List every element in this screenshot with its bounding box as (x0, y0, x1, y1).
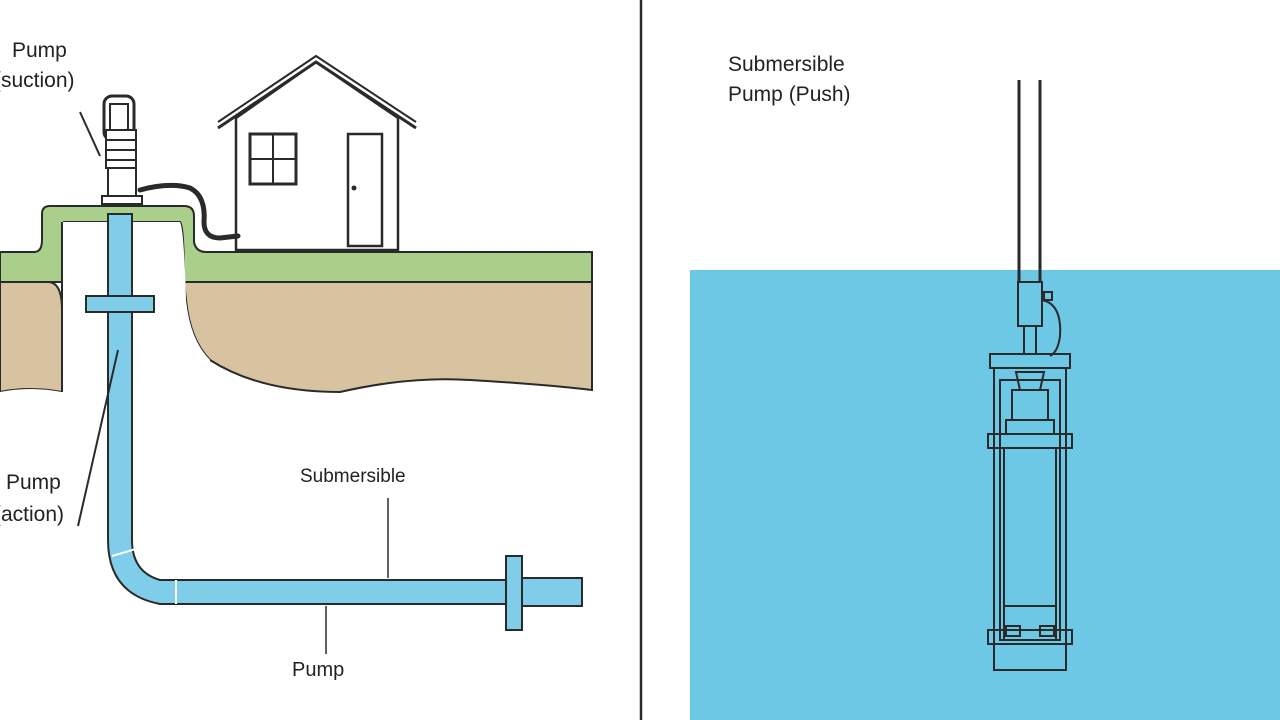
pipe-fitting-upper (85, 295, 155, 313)
title-line2: Pump (Push) (728, 83, 851, 106)
label-pump-top-line1: Pump (12, 39, 67, 62)
pump-hose (137, 182, 241, 241)
leader-pump-top (79, 111, 101, 157)
label-pump-top-line2: (suction) (0, 69, 75, 92)
leader-pump-side (77, 349, 119, 527)
water-body (690, 270, 1280, 720)
label-submersible: Submersible (300, 466, 406, 487)
label-pump-side-line2: (action) (0, 503, 65, 526)
soil-layer-right (182, 281, 593, 394)
label-pump-side-line1: Pump (6, 471, 61, 494)
submersible-pump-icon (987, 281, 1073, 671)
house-icon (217, 54, 417, 252)
title-line1: Submersible (728, 53, 845, 76)
label-pump-bottom: Pump (292, 659, 345, 681)
right-panel (690, 80, 1280, 720)
left-panel (0, 54, 593, 720)
pipe-end (511, 577, 583, 607)
pipe-fitting-lower (505, 555, 523, 631)
soil-layer (0, 281, 63, 394)
surface-pump-icon (101, 94, 143, 205)
